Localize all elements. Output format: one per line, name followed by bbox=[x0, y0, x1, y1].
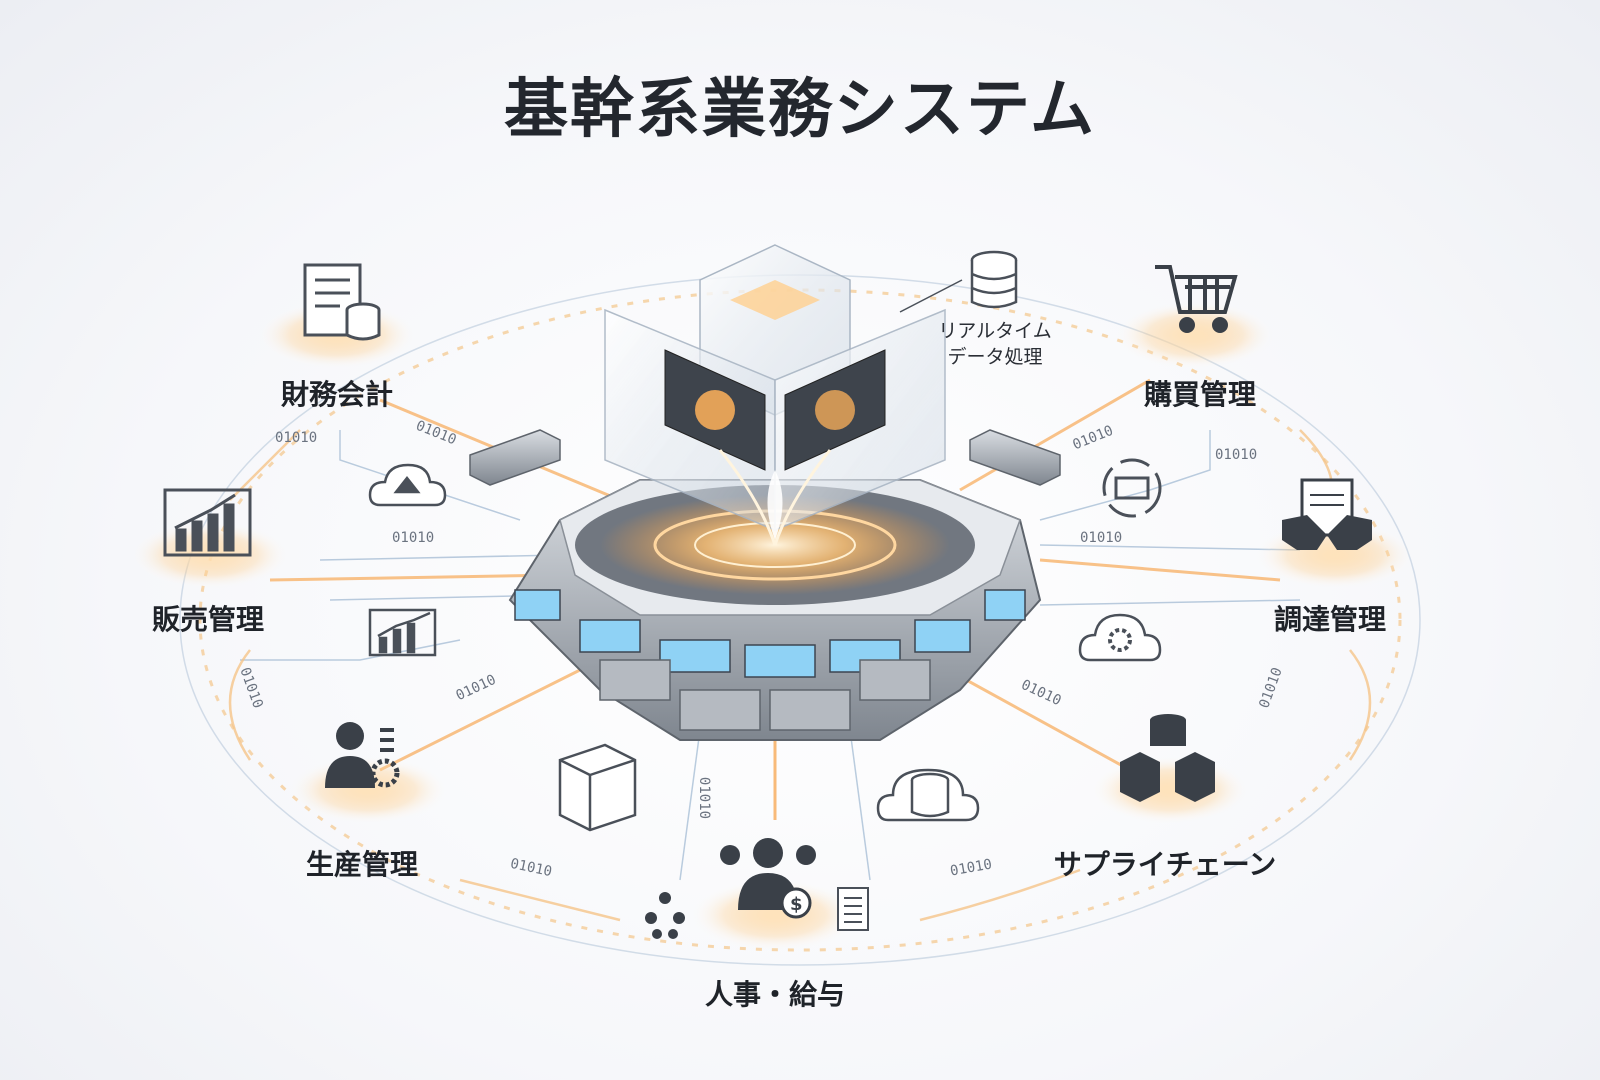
network-people-icon bbox=[645, 892, 685, 939]
document-database-icon bbox=[303, 263, 381, 341]
cloud-upload-icon bbox=[368, 463, 447, 507]
module-label-hr[interactable]: 人事・給与 bbox=[704, 978, 846, 1011]
list-document-icon bbox=[837, 887, 869, 931]
cloud-database-icon bbox=[876, 768, 980, 822]
link-purchasing bbox=[959, 378, 1151, 492]
page-title: 基幹系業務システム bbox=[503, 73, 1097, 147]
binary-text: 01010 bbox=[1080, 530, 1123, 546]
line-chart-icon bbox=[368, 608, 437, 657]
people-money-icon: $ bbox=[720, 838, 816, 919]
link-sales bbox=[269, 573, 561, 582]
binary-text: 01010 bbox=[696, 776, 713, 820]
svg-text:$: $ bbox=[790, 894, 803, 915]
handshake-icon bbox=[1282, 478, 1372, 550]
module-label-sales[interactable]: 販売管理 bbox=[151, 603, 265, 636]
glass-cube-tower bbox=[604, 244, 946, 546]
engineer-gear-icon bbox=[325, 722, 400, 788]
connector-blocks bbox=[469, 429, 1061, 486]
gear-cloud-icon bbox=[1078, 613, 1162, 662]
module-label-production[interactable]: 生産管理 bbox=[305, 848, 419, 881]
server-icon bbox=[558, 743, 637, 832]
link-sourcing bbox=[1039, 558, 1281, 582]
realtime-label-line2: データ処理 bbox=[947, 346, 1043, 368]
cart-icon bbox=[1155, 265, 1238, 333]
realtime-label-line1: リアルタイム bbox=[938, 320, 1052, 342]
database-icon bbox=[970, 250, 1018, 309]
module-label-supply[interactable]: サプライチェーン bbox=[1053, 848, 1277, 881]
module-label-purchasing[interactable]: 購買管理 bbox=[1143, 378, 1257, 411]
binary-text: 01010 bbox=[1215, 447, 1258, 463]
boxes-database-icon bbox=[1120, 714, 1215, 802]
module-label-finance[interactable]: 財務会計 bbox=[280, 378, 394, 411]
cycle-icon bbox=[1102, 458, 1162, 518]
link-production bbox=[379, 658, 601, 772]
outer-ring bbox=[198, 288, 1402, 952]
binary-text: 01010 bbox=[392, 530, 435, 546]
realtime-label: リアルタイム データ処理 bbox=[938, 318, 1051, 370]
binary-text: 01010 bbox=[275, 430, 318, 446]
bar-chart-icon bbox=[163, 488, 252, 557]
module-label-sourcing[interactable]: 調達管理 bbox=[1273, 603, 1387, 636]
